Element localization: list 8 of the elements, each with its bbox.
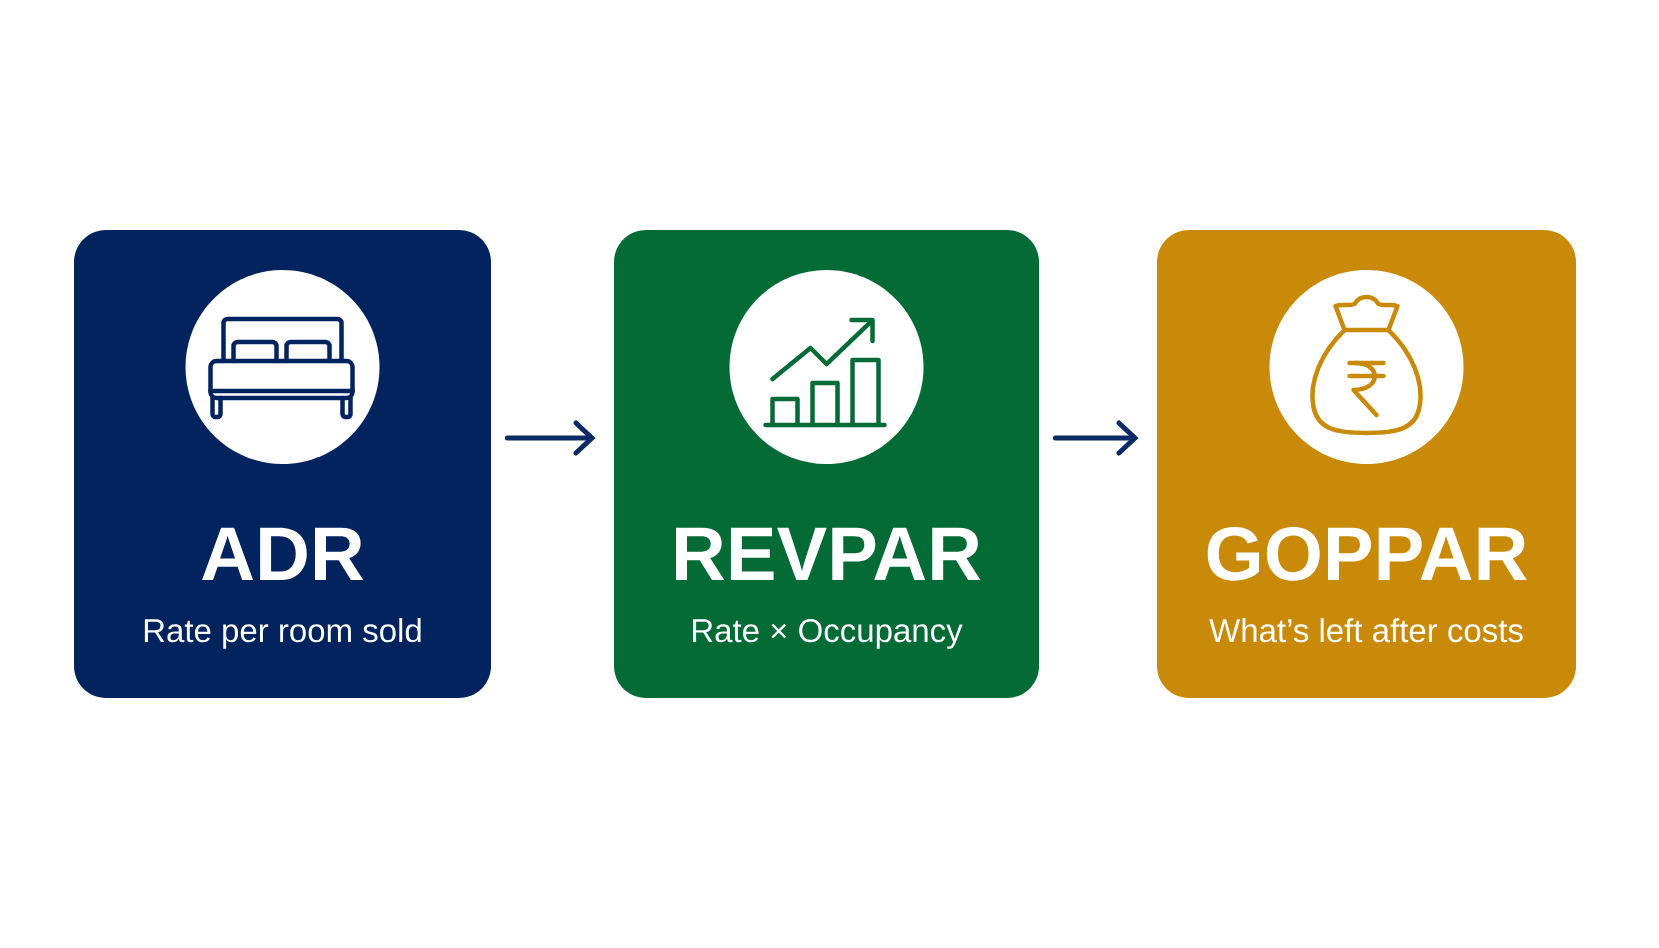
metric-subtitle: Rate × Occupancy <box>693 618 963 649</box>
metric-subtitle: What’s left after costs <box>1209 618 1523 643</box>
arrow <box>504 420 596 456</box>
metric-title: GOPPAR <box>1207 526 1527 581</box>
arrow <box>1052 420 1139 456</box>
metric-subtitle: Rate per room sold <box>144 618 421 649</box>
metric-title: REVPAR <box>676 527 981 580</box>
metric-title: ADR <box>202 527 364 580</box>
